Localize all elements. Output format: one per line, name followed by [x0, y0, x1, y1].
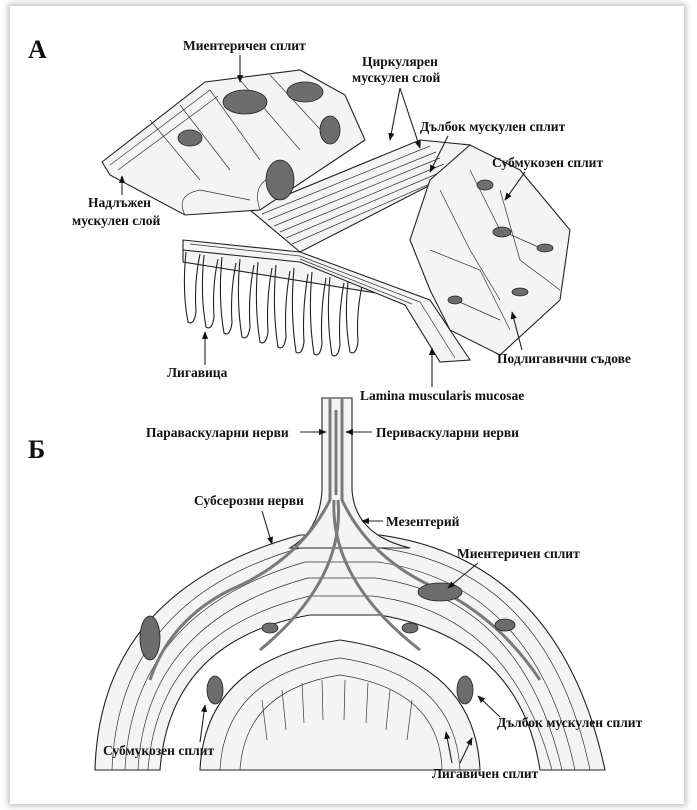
- label-deep-muscular-b: Дълбок мускулен сплит: [497, 715, 643, 730]
- label-mucosa-a: Лигавица: [167, 365, 228, 380]
- label-lamina: Lamina muscularis mucosae: [360, 388, 524, 403]
- label-paravascular: Параваскуларни нерви: [146, 425, 289, 440]
- label-submucosal-b: Субмукозен сплит: [103, 743, 214, 758]
- panel-b-letter: Б: [28, 435, 45, 464]
- panel-a: А: [28, 35, 631, 403]
- label-deep-muscular-a: Дълбок мускулен сплит: [420, 119, 566, 134]
- mucosa-inner: [200, 640, 480, 770]
- label-perivascular: Периваскуларни нерви: [376, 425, 519, 440]
- label-mucosal: Лигавичен сплит: [432, 766, 539, 781]
- label-myenteric-b: Миентеричен сплит: [457, 546, 580, 561]
- label-circular-l1: Циркулярен: [362, 54, 438, 69]
- label-longitudinal-l1: Надлъжен: [88, 195, 151, 210]
- label-myenteric-a: Миентеричен сплит: [183, 38, 306, 53]
- label-longitudinal-l2: мускулен слой: [72, 213, 161, 228]
- label-submucosal-vessels: Подлигавични съдове: [497, 351, 631, 366]
- label-subserosal: Субсерозни нерви: [194, 493, 304, 508]
- label-submucosal-a: Субмукозен сплит: [492, 155, 603, 170]
- panel-b: Б: [28, 398, 643, 781]
- label-mesentery: Мезентерий: [386, 514, 460, 529]
- panel-a-letter: А: [28, 35, 47, 64]
- label-circular-l2: мускулен слой: [352, 70, 441, 85]
